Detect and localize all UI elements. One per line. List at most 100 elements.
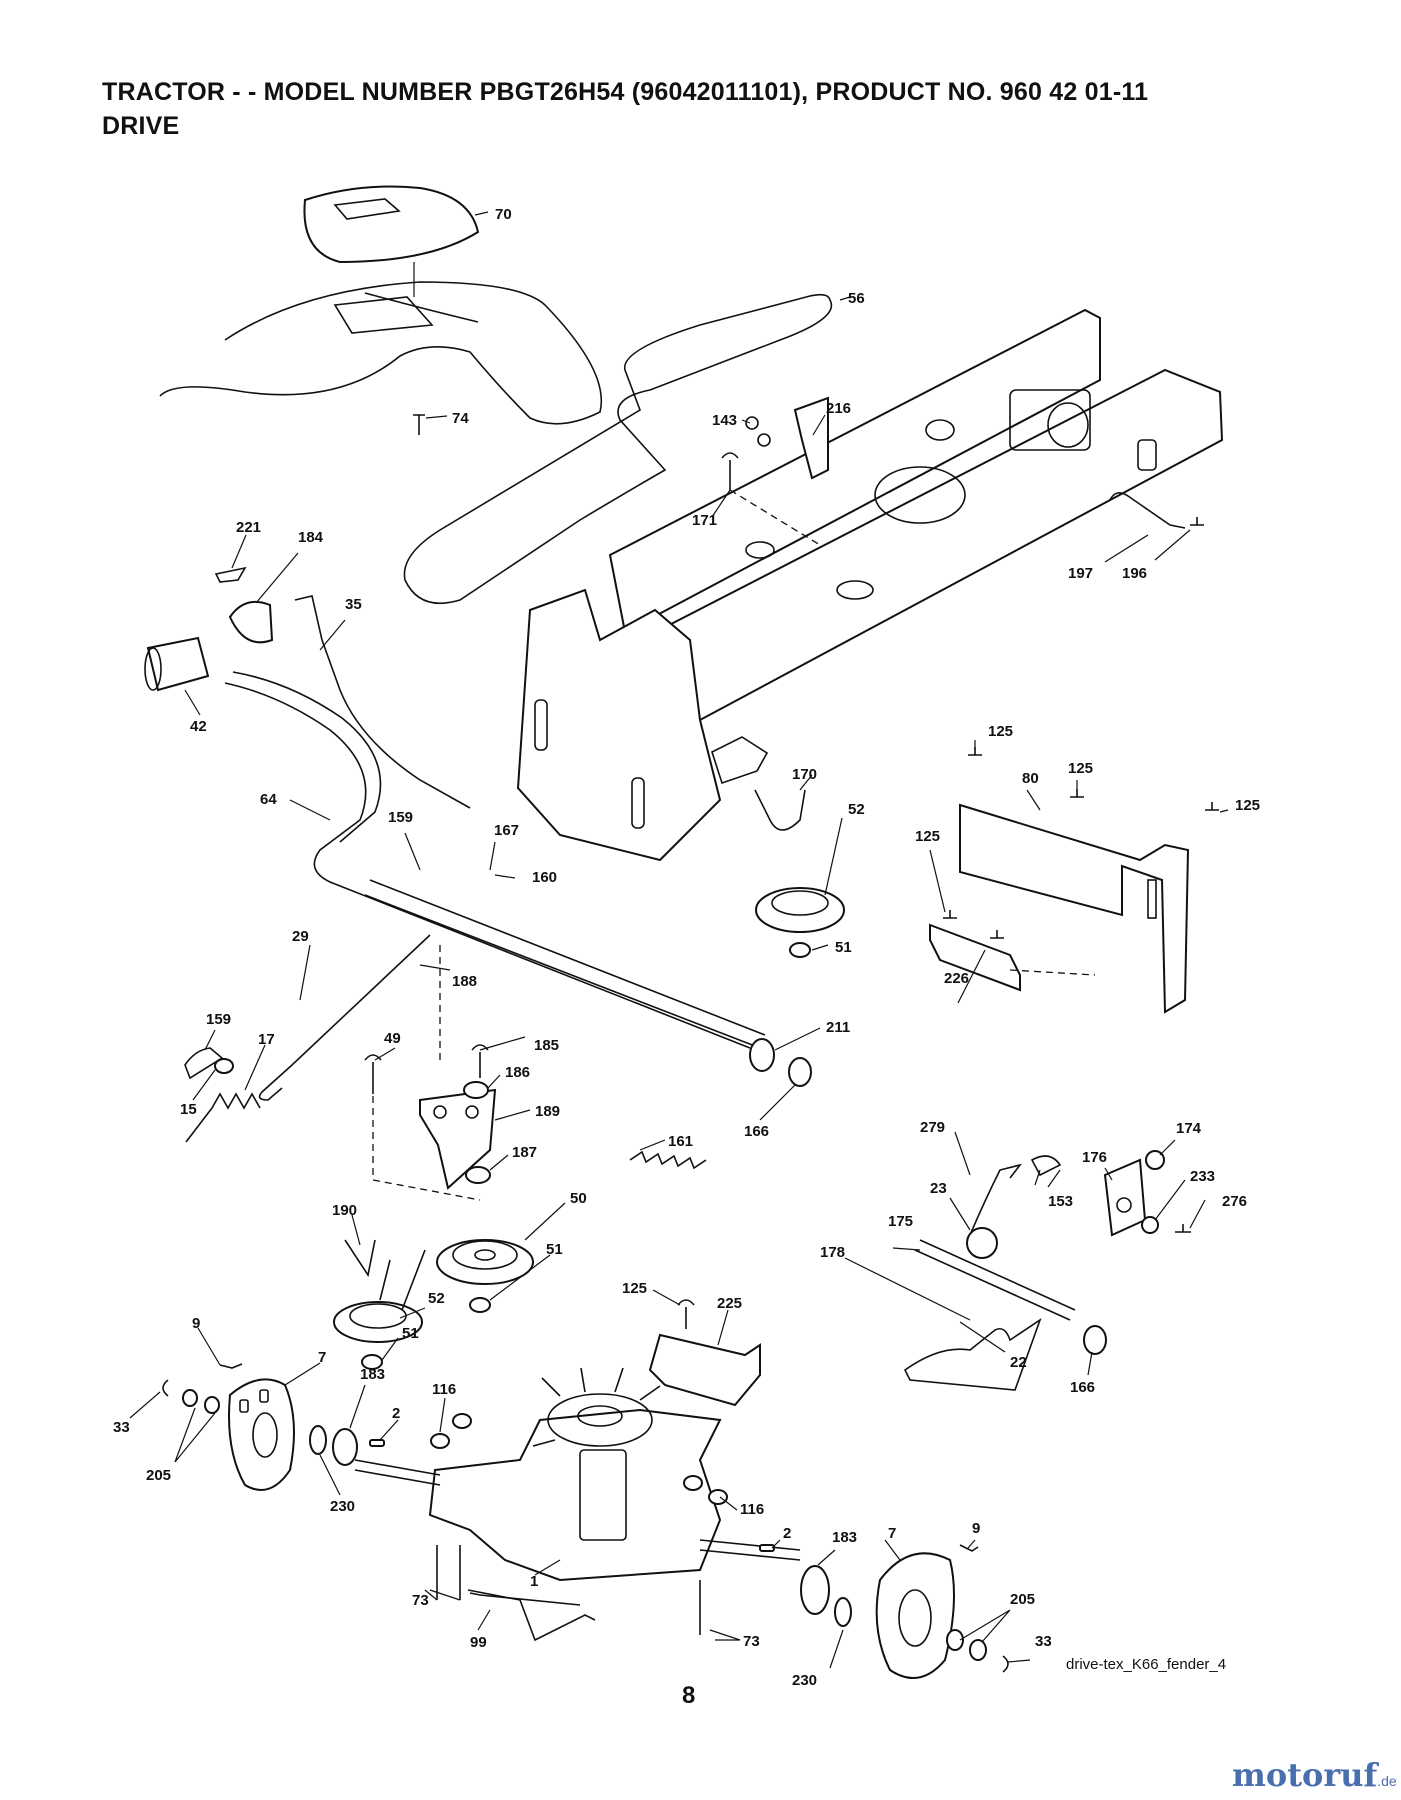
ring-23 xyxy=(966,1227,998,1259)
callout-label: 205 xyxy=(146,1467,171,1484)
callout-label: 51 xyxy=(546,1241,563,1258)
bushing-211 xyxy=(749,1038,775,1072)
callout-label: 2 xyxy=(392,1405,400,1422)
pulley-50 xyxy=(436,1239,534,1285)
rod-197 xyxy=(1109,492,1204,529)
callout-label: 73 xyxy=(743,1633,760,1650)
callout-label: 196 xyxy=(1122,565,1147,582)
callout-label: 161 xyxy=(668,1133,693,1150)
fender-console xyxy=(159,185,603,425)
callout-label: 189 xyxy=(535,1103,560,1120)
callout-label: 51 xyxy=(402,1325,419,1342)
rod-99 xyxy=(467,1589,596,1642)
shaft-64 xyxy=(224,682,751,1049)
callout-label: 178 xyxy=(820,1244,845,1261)
callout-label: 74 xyxy=(452,410,469,427)
callout-label: 125 xyxy=(622,1280,647,1297)
callout-label: 221 xyxy=(236,519,261,536)
key-2-a xyxy=(369,1439,385,1447)
bolt-276 xyxy=(1175,1224,1191,1233)
callout-label: 225 xyxy=(717,1295,742,1312)
callout-label: 166 xyxy=(744,1123,769,1140)
bracket-216 xyxy=(721,396,829,546)
washer-174 xyxy=(1145,1150,1165,1170)
spring-161 xyxy=(629,1150,707,1170)
washer-205-b2 xyxy=(969,1639,987,1661)
callout-label: 125 xyxy=(1068,760,1093,777)
callout-label: 174 xyxy=(1176,1120,1202,1137)
bracket-170 xyxy=(754,789,806,831)
callout-label: 2 xyxy=(783,1525,791,1542)
shaft-64-lower xyxy=(232,671,382,843)
pin-153 xyxy=(1030,1155,1062,1177)
callout-label: 175 xyxy=(888,1213,913,1230)
diagram-section: DRIVE xyxy=(102,112,180,140)
callout-label: 226 xyxy=(944,970,969,987)
callout-label: 211 xyxy=(826,1019,850,1036)
callout-label: 170 xyxy=(792,766,817,783)
clip-166-a xyxy=(788,1057,812,1087)
idler-bracket-189 xyxy=(364,945,497,1201)
pulley-52-a xyxy=(755,887,845,933)
callout-label: 160 xyxy=(532,869,557,886)
callout-label: 125 xyxy=(1235,797,1260,814)
callout-label: 49 xyxy=(384,1030,401,1047)
callout-label: 190 xyxy=(332,1202,357,1219)
callout-label: 171 xyxy=(692,512,717,529)
callout-label: 116 xyxy=(740,1501,764,1518)
callout-label: 52 xyxy=(428,1290,445,1307)
callout-label: 197 xyxy=(1068,565,1093,582)
arm-178-22 xyxy=(903,1317,1042,1391)
callout-label: 279 xyxy=(920,1119,945,1136)
callout-label: 116 xyxy=(432,1381,456,1398)
bolt-9-b xyxy=(959,1544,979,1552)
washer-205-a1 xyxy=(182,1389,198,1407)
clevis-pin-159 xyxy=(184,1047,224,1080)
callout-label: 176 xyxy=(1082,1149,1107,1166)
grip-42 xyxy=(144,636,210,692)
diagram-title: TRACTOR - - MODEL NUMBER PBGT26H54 (9604… xyxy=(102,78,1149,106)
callout-label: 15 xyxy=(180,1101,197,1118)
fender-screw xyxy=(413,414,425,435)
spacer-230-a xyxy=(309,1425,327,1455)
callout-label: 23 xyxy=(930,1180,947,1197)
callout-label: 22 xyxy=(1010,1354,1027,1371)
callout-label: 35 xyxy=(345,596,362,613)
washer-205-b1 xyxy=(946,1629,964,1651)
clip-33-a xyxy=(162,1379,169,1397)
callout-label: 159 xyxy=(388,809,413,826)
idler-arm-190 xyxy=(344,1239,426,1311)
chassis-frame xyxy=(516,308,1224,862)
callout-label: 73 xyxy=(412,1592,429,1609)
callout-label: 7 xyxy=(888,1525,896,1542)
callout-label: 205 xyxy=(1010,1591,1035,1608)
washer-233 xyxy=(1141,1216,1159,1234)
drive-belt xyxy=(403,293,833,604)
watermark-text: motoruf xyxy=(1232,1756,1378,1794)
callout-label: 56 xyxy=(848,290,865,307)
watermark-logo[interactable]: motoruf.de xyxy=(1232,1756,1397,1794)
callout-label: 143 xyxy=(712,412,737,429)
callout-label: 276 xyxy=(1222,1193,1247,1210)
callout-label: 186 xyxy=(505,1064,530,1081)
nut-116-a xyxy=(430,1433,450,1449)
rod-279 xyxy=(969,1163,1023,1236)
callout-label: 1 xyxy=(530,1573,538,1590)
callout-label: 52 xyxy=(848,801,865,818)
callout-label: 230 xyxy=(792,1672,817,1689)
drawing-file-name: drive-tex_K66_fender_4 xyxy=(1066,1656,1227,1673)
bracket-225 xyxy=(648,1299,761,1407)
callout-label: 99 xyxy=(470,1634,487,1651)
callout-label: 9 xyxy=(972,1520,980,1537)
washer-205-a2 xyxy=(204,1396,220,1414)
pulley-52-b xyxy=(333,1301,423,1343)
clip-166-b xyxy=(1083,1325,1107,1355)
callout-label: 166 xyxy=(1070,1379,1095,1396)
callout-label: 230 xyxy=(330,1498,355,1515)
callout-label: 33 xyxy=(113,1419,130,1436)
clip-33-b xyxy=(1002,1655,1009,1673)
callout-label: 80 xyxy=(1022,770,1039,787)
bolts-125 xyxy=(943,747,1219,939)
page-number: 8 xyxy=(682,1682,696,1709)
callout-label: 33 xyxy=(1035,1633,1052,1650)
